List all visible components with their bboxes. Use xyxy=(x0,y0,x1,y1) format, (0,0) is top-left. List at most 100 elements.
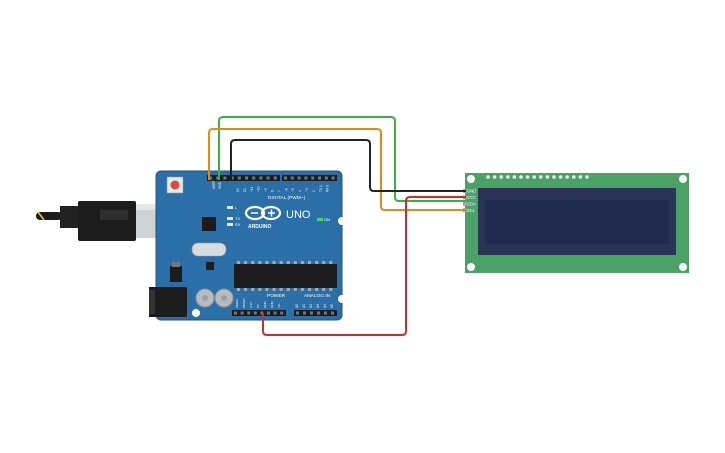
lcd-mount-hole xyxy=(679,175,687,183)
header-pin[interactable] xyxy=(304,176,308,180)
digital-pin-label: 8 xyxy=(271,190,275,192)
header-pin[interactable] xyxy=(259,176,263,180)
lcd-pad xyxy=(525,175,530,179)
mounting-hole xyxy=(192,309,200,317)
usb-chip xyxy=(202,217,216,231)
chip-pin xyxy=(251,288,255,291)
header-pin[interactable] xyxy=(252,176,256,180)
digital-pin-label: TX 1 xyxy=(319,185,323,192)
lcd-screen xyxy=(485,200,669,244)
lcd-pin-label: SCL xyxy=(467,208,476,213)
header-pin[interactable] xyxy=(253,311,257,315)
chip-pin xyxy=(251,261,255,264)
chip-pin xyxy=(258,288,262,291)
header-pin[interactable] xyxy=(216,176,220,180)
header-pin[interactable] xyxy=(303,311,306,315)
lcd-mount-hole xyxy=(679,263,687,271)
header-pin[interactable] xyxy=(273,176,277,180)
chip-pin xyxy=(265,261,269,264)
wire-red-sda[interactable] xyxy=(262,196,466,336)
header-pin[interactable] xyxy=(209,176,212,180)
digital-pin-label: 2 xyxy=(312,190,316,192)
gnd-pin-label: GND xyxy=(218,181,222,189)
digital-pin-label: 13 xyxy=(236,188,240,192)
digital-pin-label: RX 0 xyxy=(326,185,330,192)
lcd-pin[interactable] xyxy=(463,201,467,206)
header-pin[interactable] xyxy=(240,311,244,315)
crystal-oscillator xyxy=(191,242,227,257)
wire-black-gnd[interactable] xyxy=(230,139,466,192)
header-pin[interactable] xyxy=(297,176,301,180)
digital-pin-label: ~11 xyxy=(250,187,254,192)
chip-pin xyxy=(322,288,326,291)
l-led xyxy=(227,206,233,209)
digital-pin-label: 12 xyxy=(243,188,247,192)
header-pin[interactable] xyxy=(331,176,335,180)
lcd-pad xyxy=(492,175,497,179)
wire-green-vcc[interactable] xyxy=(218,116,466,202)
lcd-pad xyxy=(512,175,517,179)
chip-pin xyxy=(329,261,333,264)
lcd-pin-label: VCC xyxy=(467,195,476,200)
header-pin[interactable] xyxy=(324,311,327,315)
chip-pin xyxy=(300,288,304,291)
header-pin[interactable] xyxy=(237,176,241,180)
analog-header[interactable] xyxy=(294,310,337,316)
lcd-pad xyxy=(558,175,563,179)
header-pin[interactable] xyxy=(273,311,277,315)
gnd-a-pin-label: GND xyxy=(263,301,267,309)
smd-chip xyxy=(206,262,214,270)
reset-button[interactable] xyxy=(166,176,184,194)
header-pin[interactable] xyxy=(324,176,328,180)
analog-in-label: ANALOG IN xyxy=(304,293,331,299)
header-pin[interactable] xyxy=(280,311,284,315)
lcd-pad xyxy=(499,175,504,179)
aref-pin-label: AREF xyxy=(212,180,216,189)
header-pin[interactable] xyxy=(223,176,227,180)
voltage-regulator xyxy=(170,262,182,282)
chip-pin xyxy=(279,261,283,264)
chip-pin xyxy=(308,288,311,291)
header-pin[interactable] xyxy=(290,176,294,180)
digital-header[interactable] xyxy=(207,175,337,181)
chip-pin xyxy=(293,261,297,264)
l-led-label: L xyxy=(235,205,238,210)
chip-pin xyxy=(293,288,297,291)
header-pin[interactable] xyxy=(260,311,264,315)
model-label: UNO xyxy=(286,209,311,221)
analog-pin-label: A2 xyxy=(309,304,313,308)
header-pin[interactable] xyxy=(284,176,287,180)
chip-pin xyxy=(329,288,333,291)
header-pin[interactable] xyxy=(266,176,270,180)
analog-pin-label: A0 xyxy=(295,304,299,308)
header-pin[interactable] xyxy=(310,311,313,315)
lcd-pin-label: SDA xyxy=(467,201,476,206)
header-pin[interactable] xyxy=(247,311,251,315)
chip-pin xyxy=(258,261,262,264)
header-pin[interactable] xyxy=(267,311,270,315)
header-pin[interactable] xyxy=(331,311,334,315)
header-pin[interactable] xyxy=(245,176,248,180)
chip-pin xyxy=(272,261,276,264)
lcd-pad xyxy=(539,175,543,179)
header-pin[interactable] xyxy=(230,176,234,180)
v33-pin-label: 3.3V xyxy=(249,302,253,308)
power-header[interactable] xyxy=(232,310,286,316)
capacitor xyxy=(195,288,215,308)
header-pin[interactable] xyxy=(318,176,321,180)
header-pin[interactable] xyxy=(317,311,320,315)
rx-led xyxy=(227,223,233,226)
gnd-b-pin-label: GND xyxy=(270,301,274,309)
chip-pin xyxy=(237,288,240,291)
chip-pin xyxy=(315,261,319,264)
header-pin[interactable] xyxy=(234,311,237,315)
wire-orange-scl[interactable] xyxy=(208,128,466,211)
digital-pin-label: ~3 xyxy=(305,188,309,192)
header-pin[interactable] xyxy=(311,176,315,180)
chip-pin xyxy=(300,261,304,264)
header-pin[interactable] xyxy=(296,311,299,315)
lcd-pad xyxy=(486,175,490,179)
